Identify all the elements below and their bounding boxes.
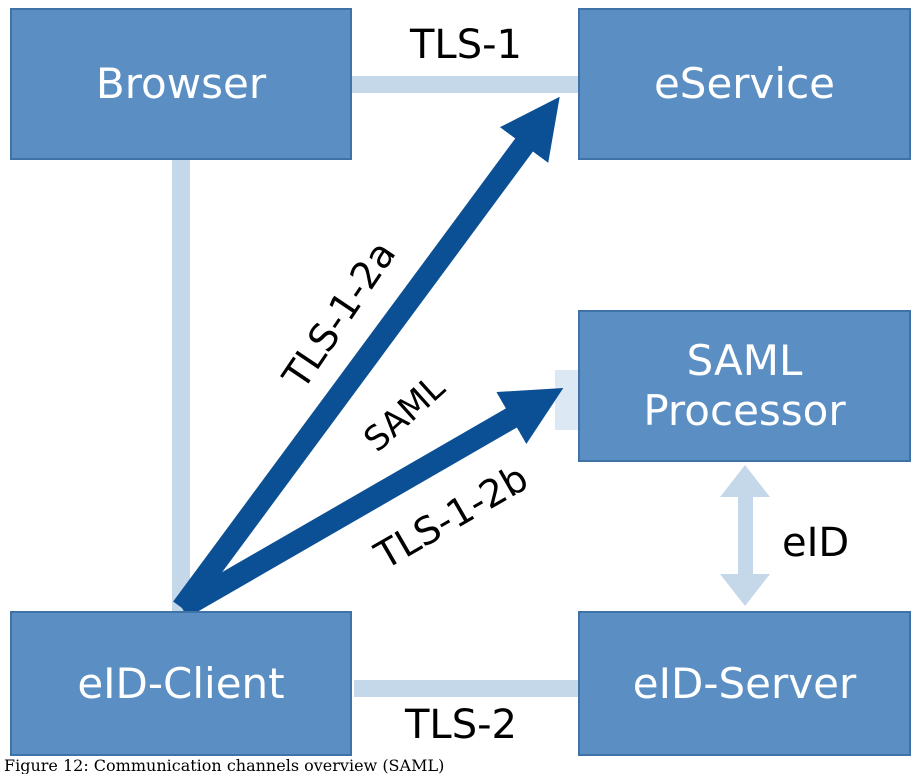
eid-server-label: eID-Server bbox=[632, 658, 857, 708]
eservice-box: eService bbox=[578, 8, 911, 160]
tls-1-label: TLS-1 bbox=[409, 22, 522, 68]
eidclient-eidserver-link bbox=[354, 680, 582, 697]
eid-client-box: eID-Client bbox=[10, 611, 352, 756]
eid-server-box: eID-Server bbox=[578, 611, 911, 756]
eid-label: eID bbox=[782, 520, 849, 566]
tls-2-label: TLS-2 bbox=[404, 702, 517, 748]
saml-processor-box: SAML Processor bbox=[578, 310, 911, 462]
tls-1-2b-arrow bbox=[176, 388, 564, 618]
eid-double-arrow bbox=[720, 465, 770, 606]
figure-caption: Figure 12: Communication channels overvi… bbox=[4, 756, 445, 774]
saml-label: SAML bbox=[356, 368, 452, 460]
saml-processor-label-line1: SAML bbox=[686, 336, 803, 386]
browser-eservice-link bbox=[350, 76, 582, 93]
tls-1-2b-label: TLS-1-2b bbox=[367, 456, 536, 579]
browser-eidclient-link bbox=[172, 158, 190, 613]
browser-label: Browser bbox=[95, 59, 267, 109]
eservice-label: eService bbox=[653, 59, 836, 109]
eid-client-label: eID-Client bbox=[77, 658, 285, 708]
browser-box: Browser bbox=[10, 8, 352, 160]
tls-1-2a-arrow bbox=[173, 96, 560, 615]
saml-processor-label-line2: Processor bbox=[643, 386, 846, 435]
